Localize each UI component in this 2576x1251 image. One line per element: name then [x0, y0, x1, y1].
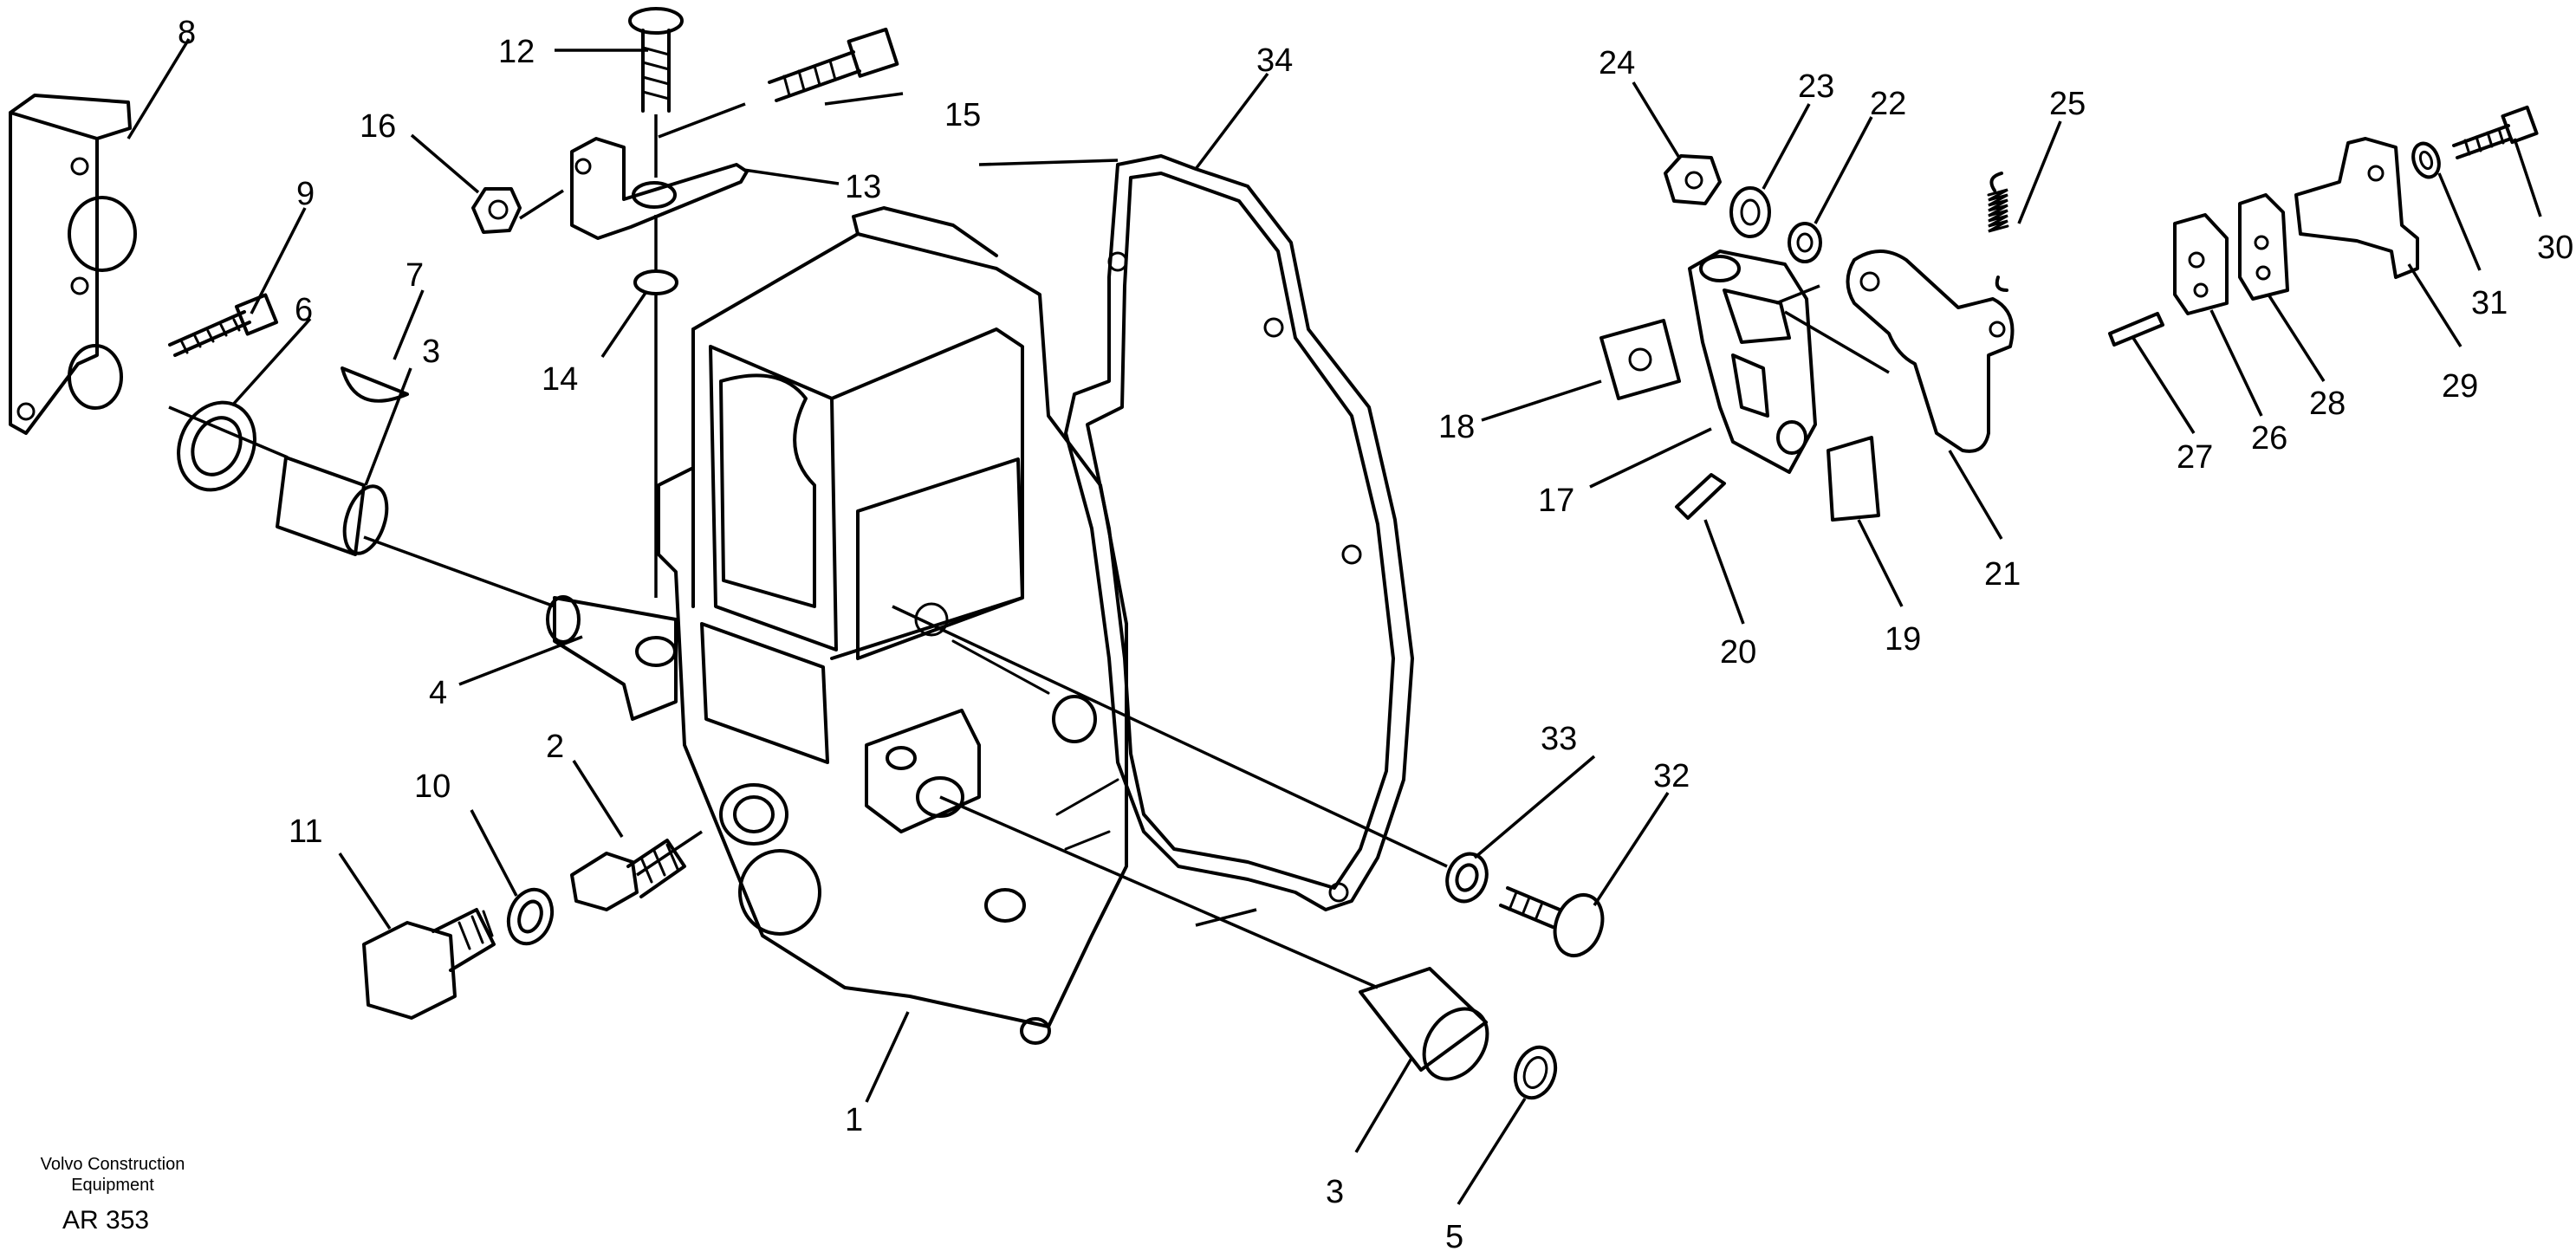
callout-11: 11: [289, 813, 322, 850]
part-8-bracket: [9, 94, 137, 435]
callout-5: 5: [1445, 1219, 1463, 1251]
callout-22: 22: [1870, 86, 1906, 122]
callout-19: 19: [1885, 621, 1921, 658]
part-16-nut: [471, 187, 522, 234]
part-26-plate: [2173, 213, 2229, 315]
callout-24: 24: [1599, 45, 1635, 81]
callout-3-upper: 3: [422, 334, 440, 370]
part-3-sleeve-upper: [276, 456, 389, 556]
callout-20: 20: [1720, 634, 1756, 671]
callout-14: 14: [542, 361, 578, 398]
part-33-washer: [1445, 852, 1489, 904]
callout-27: 27: [2177, 439, 2213, 476]
part-24-nut: [1664, 154, 1722, 205]
part-5-circlip: [1513, 1045, 1558, 1100]
part-28-plate: [2238, 193, 2289, 301]
callout-12: 12: [498, 34, 535, 70]
part-9-bolt: [168, 293, 279, 357]
callout-33: 33: [1541, 721, 1577, 757]
callout-4: 4: [429, 675, 447, 711]
part-30-bolt: [2452, 105, 2539, 159]
part-19-shim: [1827, 436, 1880, 522]
callout-16: 16: [360, 108, 396, 145]
part-1-housing: [657, 206, 1128, 1045]
assembly-axis-lines: [168, 102, 1890, 989]
callout-21: 21: [1984, 556, 2021, 593]
part-32-screw: [1499, 886, 1605, 957]
callout-29: 29: [2442, 368, 2478, 405]
callout-17: 17: [1538, 483, 1574, 519]
part-21-lever-plate: [1846, 250, 2015, 453]
callout-2: 2: [546, 729, 564, 765]
part-12-screw: [628, 7, 684, 113]
part-34-gasket-inner: [1086, 172, 1395, 890]
part-27-pin: [2108, 312, 2164, 347]
part-7-key: [341, 366, 409, 403]
part-13-bracket: [570, 137, 749, 240]
part-31-washer: [2411, 141, 2441, 179]
part-23-bushing: [1729, 186, 1771, 238]
callout-leaders: [127, 38, 2542, 1205]
part-22-washer: [1788, 222, 1822, 263]
callout-numbers: 8 9 6 7 3 12 16 15 13 14 4 2 10 11 34 1 …: [178, 15, 2573, 1251]
part-2-plug: [570, 839, 686, 911]
callout-1: 1: [845, 1102, 863, 1138]
callout-6: 6: [295, 292, 313, 328]
callout-18: 18: [1438, 409, 1475, 445]
part-34-gasket: [1064, 154, 1414, 911]
part-11-drain-plug: [362, 908, 496, 1020]
part-18-square-washer: [1599, 319, 1681, 400]
callout-26: 26: [2251, 420, 2287, 457]
callout-34: 34: [1256, 42, 1293, 79]
part-29-bracket: [2294, 137, 2419, 279]
callout-9: 9: [296, 176, 315, 212]
footer-company-line2: Equipment: [71, 1176, 154, 1195]
part-4-lever: [546, 595, 678, 721]
part-15-bolt: [768, 27, 899, 102]
footer: Volvo Construction Equipment AR 353: [41, 1155, 185, 1235]
part-20-pin: [1675, 473, 1726, 520]
part-25-spring: [1987, 172, 2009, 292]
footer-code: AR 353: [62, 1206, 149, 1235]
part-14-washer: [633, 269, 678, 295]
part-3-sleeve-lower: [1359, 967, 1489, 1081]
callout-30: 30: [2537, 230, 2573, 266]
callout-23: 23: [1798, 68, 1834, 105]
part-6-seal: [177, 400, 256, 492]
callout-7: 7: [406, 257, 424, 294]
callout-25: 25: [2049, 86, 2086, 122]
part-10-washer: [506, 887, 555, 946]
callout-31: 31: [2471, 285, 2508, 321]
callout-10: 10: [414, 768, 451, 805]
part-34-gasket-holes: [1107, 251, 1362, 903]
callout-8: 8: [178, 15, 196, 51]
callout-32: 32: [1653, 758, 1690, 794]
footer-company-line1: Volvo Construction: [41, 1155, 185, 1174]
callout-28: 28: [2309, 386, 2346, 422]
callout-15: 15: [944, 97, 981, 133]
callout-13: 13: [845, 169, 881, 205]
callout-3-lower: 3: [1326, 1174, 1344, 1210]
part-17-lever-assembly: [1688, 250, 1817, 474]
